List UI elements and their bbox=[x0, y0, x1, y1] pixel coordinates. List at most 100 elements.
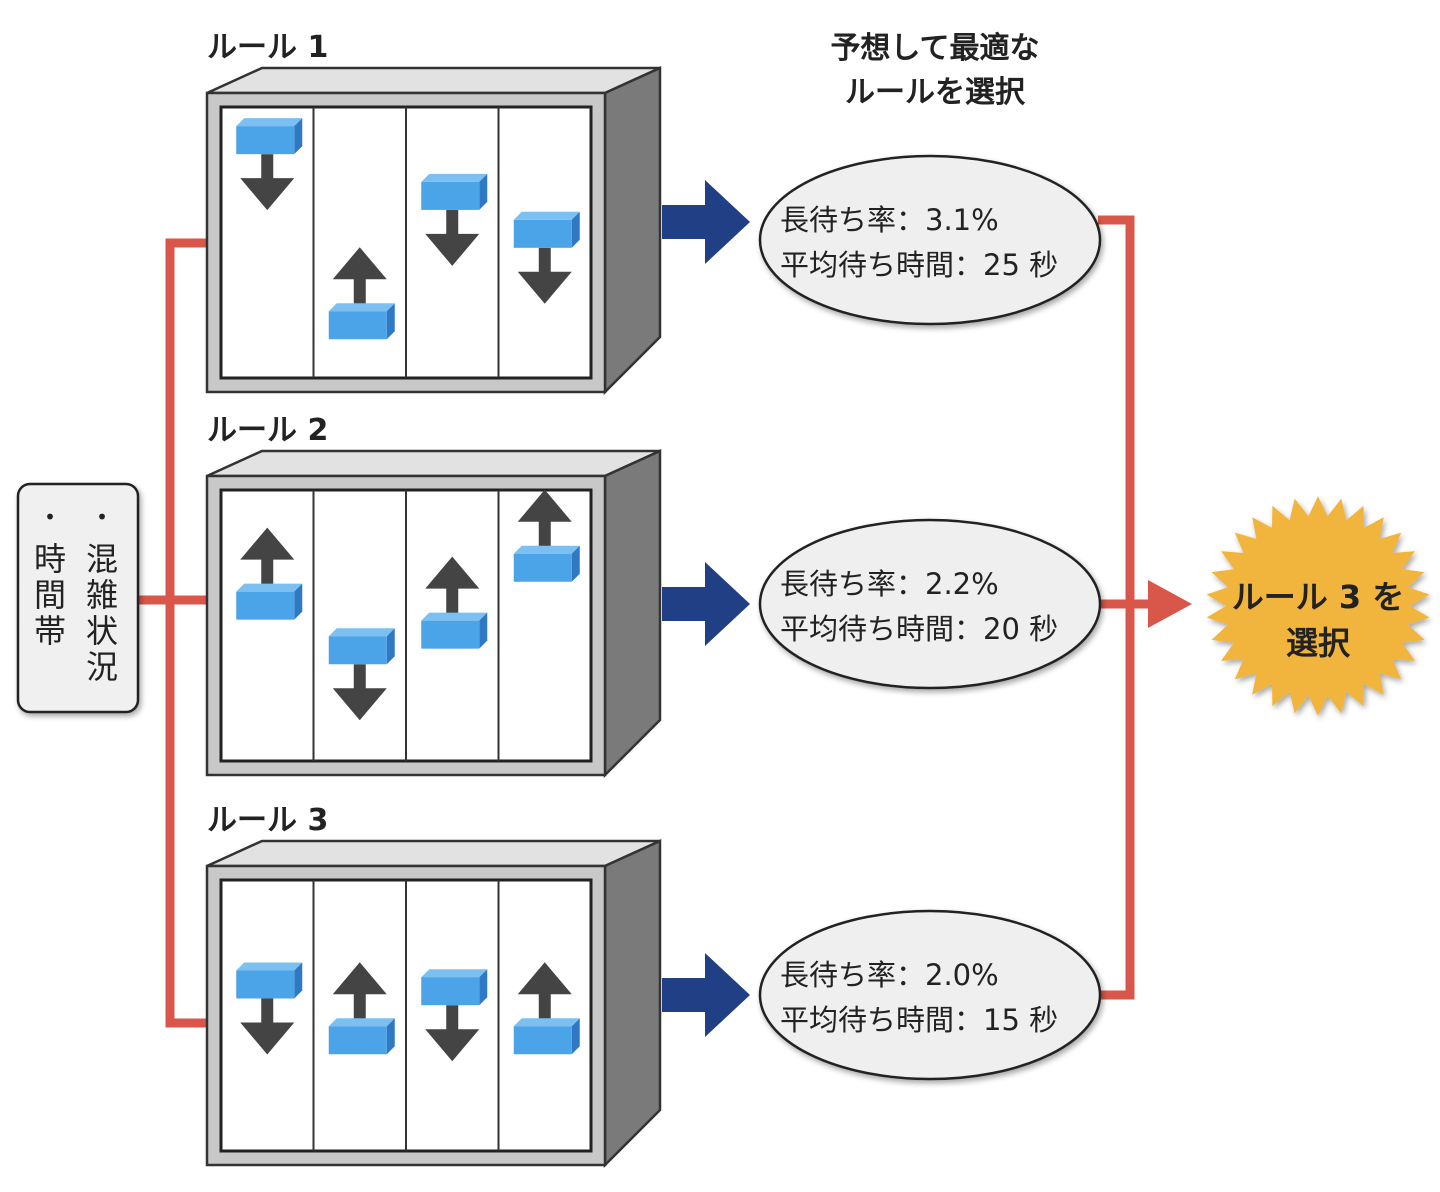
elevator-car-1 bbox=[236, 527, 303, 620]
car-front bbox=[236, 591, 295, 620]
inputs-item-char: 帯 bbox=[34, 612, 66, 650]
selection-arrow-icon bbox=[1148, 580, 1192, 628]
elevator-car-2 bbox=[328, 628, 395, 721]
shaft-side-face bbox=[603, 449, 662, 779]
shaft-top-face bbox=[206, 839, 661, 868]
rule-result: 長待ち率：3.1% 平均待ち時間：25 秒 bbox=[758, 154, 1102, 326]
elevator-shaft bbox=[205, 66, 662, 396]
elevator-car-1 bbox=[236, 118, 303, 211]
car-front bbox=[421, 620, 480, 649]
elevator-car-2 bbox=[328, 247, 395, 340]
shaft-top-face bbox=[206, 66, 661, 95]
rule-1: ルール 1 長待ち率：3.1% 平均待ち時間：25 秒 bbox=[205, 30, 1102, 396]
average-wait-time: 平均待ち時間：15 秒 bbox=[780, 1003, 1058, 1037]
flow-arrow-icon bbox=[662, 953, 750, 1037]
car-front bbox=[236, 970, 295, 999]
car-front bbox=[328, 311, 387, 340]
rule-3: ルール 3 長待ち率：2.0%平均待ち時間：15 秒 bbox=[205, 803, 1102, 1169]
flow-arrow-icon bbox=[662, 180, 750, 264]
arrow-up-icon bbox=[240, 527, 295, 586]
car-top bbox=[328, 303, 395, 312]
rule-result: 長待ち率：2.0%平均待ち時間：15 秒 bbox=[758, 909, 1102, 1081]
arrow-down-icon bbox=[425, 209, 480, 266]
inputs-item-char: 状 bbox=[86, 612, 118, 650]
car-side bbox=[386, 1018, 395, 1055]
selection-starburst bbox=[1206, 496, 1430, 716]
average-wait-time: 平均待ち時間：25 秒 bbox=[780, 248, 1058, 282]
arrow-up-icon bbox=[517, 489, 572, 548]
inputs-item-bullet: • bbox=[96, 505, 108, 529]
car-front bbox=[328, 1026, 387, 1055]
arrow-up-icon bbox=[517, 962, 572, 1021]
selection-line-2: 選択 bbox=[1286, 624, 1351, 662]
car-front bbox=[513, 553, 572, 582]
car-top bbox=[236, 118, 303, 127]
arrow-down-icon bbox=[332, 664, 387, 721]
arrow-down-icon bbox=[425, 1005, 480, 1062]
car-side bbox=[479, 173, 488, 210]
car-side bbox=[386, 303, 395, 340]
car-side bbox=[571, 211, 580, 248]
elevator-car-4 bbox=[513, 211, 580, 304]
result-ellipse bbox=[758, 518, 1102, 690]
car-top bbox=[236, 583, 303, 592]
arrow-up-icon bbox=[425, 556, 480, 615]
inputs-item-bullet: • bbox=[44, 505, 56, 529]
car-side bbox=[571, 1018, 580, 1055]
rule-result: 長待ち率：2.2% 平均待ち時間：20 秒 bbox=[758, 518, 1102, 690]
inputs-item-char: 間 bbox=[34, 576, 66, 614]
arrow-down-icon bbox=[240, 998, 295, 1055]
inputs-item-char: 時 bbox=[34, 540, 66, 578]
flow-arrow-icon bbox=[662, 562, 750, 646]
car-side bbox=[479, 612, 488, 649]
inputs-item-char: 況 bbox=[86, 648, 118, 686]
long-wait-rate: 長待ち率：2.2% bbox=[780, 567, 999, 601]
elevator-car-3 bbox=[421, 556, 488, 649]
car-side bbox=[294, 962, 303, 999]
header-line-2: ルールを選択 bbox=[845, 75, 1026, 110]
car-top bbox=[421, 612, 488, 621]
arrow-down-icon bbox=[240, 154, 295, 211]
rule-label: ルール 3 bbox=[207, 803, 328, 838]
elevator-car-3 bbox=[421, 173, 488, 266]
shaft-side-face bbox=[603, 66, 662, 396]
shaft-side-face bbox=[603, 839, 662, 1169]
result-ellipse bbox=[758, 154, 1102, 326]
car-side bbox=[571, 545, 580, 582]
elevator-car-1 bbox=[236, 962, 303, 1055]
car-top bbox=[513, 211, 580, 220]
output-connector bbox=[1098, 215, 1192, 1000]
car-top bbox=[328, 1018, 395, 1027]
elevator-car-2 bbox=[328, 962, 395, 1055]
car-front bbox=[513, 219, 572, 248]
car-top bbox=[421, 173, 488, 182]
elevator-shaft bbox=[205, 839, 662, 1169]
car-top bbox=[513, 1018, 580, 1027]
shaft-top-face bbox=[206, 449, 661, 478]
arrow-down-icon bbox=[517, 247, 572, 304]
car-side bbox=[294, 583, 303, 620]
car-side bbox=[479, 969, 488, 1006]
rule-label: ルール 1 bbox=[207, 30, 328, 65]
input-connector bbox=[138, 238, 207, 1028]
elevator-shaft bbox=[205, 449, 662, 779]
car-top bbox=[421, 969, 488, 978]
car-front bbox=[421, 181, 480, 210]
header-line-1: 予想して最適な bbox=[830, 31, 1039, 66]
average-wait-time: 平均待ち時間：20 秒 bbox=[780, 612, 1058, 646]
car-top bbox=[328, 628, 395, 637]
elevator-car-4 bbox=[513, 489, 580, 582]
starburst-shape bbox=[1206, 496, 1430, 716]
elevator-car-4 bbox=[513, 962, 580, 1055]
inputs-box bbox=[16, 482, 140, 714]
car-front bbox=[328, 636, 387, 665]
selection-line-1: ルール 3 を bbox=[1232, 578, 1405, 616]
result-ellipse bbox=[758, 909, 1102, 1081]
elevator-car-3 bbox=[421, 969, 488, 1062]
car-front bbox=[513, 1026, 572, 1055]
inputs-item-char: 雑 bbox=[86, 576, 118, 614]
long-wait-rate: 長待ち率：3.1% bbox=[780, 203, 999, 237]
